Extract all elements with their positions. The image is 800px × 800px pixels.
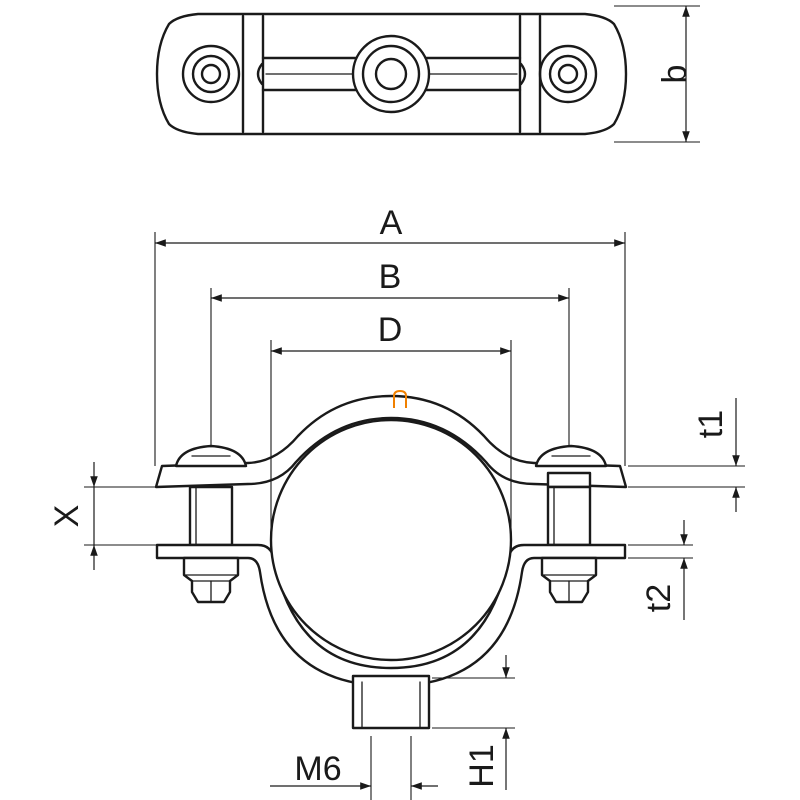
dim-label-a: A: [380, 204, 403, 242]
dim-label-b-front: B: [379, 258, 402, 296]
dimensions: A B D X t1 t2 H1: [48, 204, 745, 800]
dim-label-x: X: [48, 505, 86, 528]
dim-label-t1: t1: [692, 410, 730, 438]
front-view: [154, 389, 628, 730]
dim-label-b: b: [656, 65, 694, 84]
dim-label-h1: H1: [463, 744, 501, 787]
dim-label-m6: M6: [294, 750, 341, 788]
top-marker: [393, 389, 407, 408]
dim-label-d: D: [378, 311, 403, 349]
dim-label-t2: t2: [640, 584, 678, 612]
top-view: b: [155, 5, 700, 143]
